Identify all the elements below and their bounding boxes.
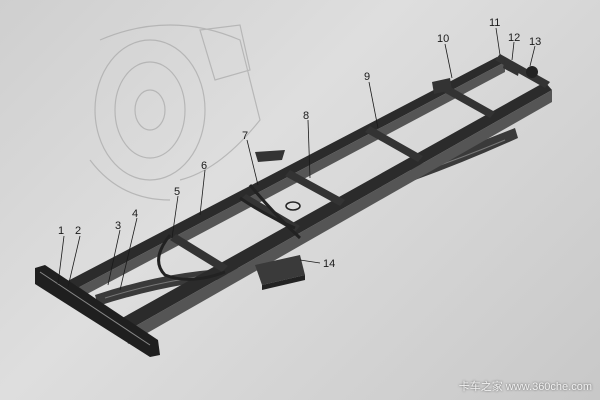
hanger-bracket bbox=[432, 78, 452, 94]
callout-2: 2 bbox=[75, 225, 81, 237]
mount-bracket bbox=[255, 150, 285, 162]
left-side-rail bbox=[60, 57, 505, 292]
spare-wheel-carrier bbox=[255, 255, 305, 290]
callout-3: 3 bbox=[115, 220, 121, 232]
callout-13: 13 bbox=[529, 36, 541, 48]
background-sketch bbox=[89, 24, 261, 201]
callout-10: 10 bbox=[437, 33, 449, 45]
watermark: 卡车之家 www.360che.com bbox=[458, 381, 592, 393]
callout-7: 7 bbox=[242, 130, 248, 142]
leader-lines bbox=[57, 27, 536, 291]
callout-12: 12 bbox=[508, 32, 520, 44]
callout-9: 9 bbox=[364, 71, 370, 83]
callout-4: 4 bbox=[132, 208, 138, 220]
tie-rod bbox=[157, 234, 226, 281]
callout-1: 1 bbox=[58, 225, 64, 237]
callout-14: 14 bbox=[323, 258, 335, 270]
callout-5: 5 bbox=[174, 186, 180, 198]
callout-8: 8 bbox=[303, 110, 309, 122]
callout-labels: 1 2 3 4 5 6 7 8 9 10 11 12 13 14 bbox=[58, 17, 541, 270]
right-side-rail bbox=[115, 82, 552, 332]
callout-6: 6 bbox=[201, 160, 207, 172]
callout-11: 11 bbox=[489, 17, 500, 29]
rear-bracket bbox=[503, 58, 520, 76]
front-bumper bbox=[35, 265, 160, 357]
center-cross-brace bbox=[239, 184, 302, 240]
right-rail-web bbox=[125, 90, 552, 344]
rear-tow-hook bbox=[526, 66, 538, 78]
